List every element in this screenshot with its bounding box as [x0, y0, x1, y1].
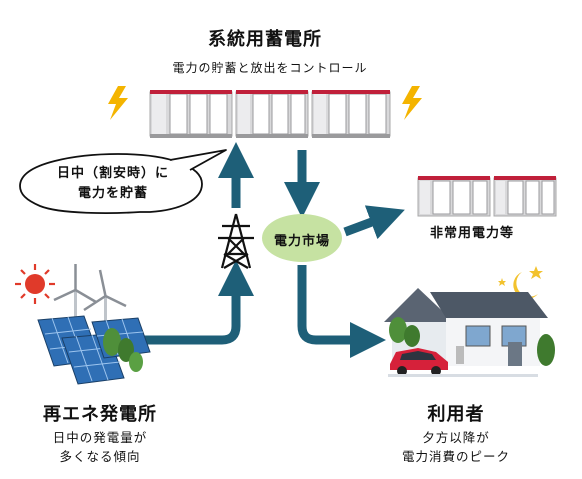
lightning-icon — [108, 86, 128, 120]
house-icon — [384, 288, 555, 366]
users-desc-1: 夕方以降が — [422, 430, 490, 445]
battery-storage-icon — [417, 176, 557, 217]
star-icon — [529, 266, 543, 279]
bubble-line-1: 日中（割安時）に — [56, 166, 169, 181]
bubble-text: 日中（割安時）に 電力を貯蓄 — [28, 164, 198, 204]
renewable-desc-2: 多くなる傾向 — [59, 449, 141, 464]
users-title: 利用者 — [427, 404, 485, 425]
emergency-label: 非常用電力等 — [430, 226, 515, 241]
renewable-title: 再エネ発電所 — [43, 404, 157, 425]
speech-bubble — [19, 149, 227, 214]
arrow-renewable-to-tower — [140, 260, 254, 345]
tree-icon — [389, 317, 420, 347]
transmission-tower-icon — [218, 213, 254, 269]
storage-title: 系統用蓄電所 — [208, 29, 322, 50]
users-desc-2: 電力消費のピーク — [401, 449, 510, 464]
market-label: 電力市場 — [273, 234, 330, 249]
renewable-desc: 日中の発電量が 多くなる傾向 — [20, 428, 180, 466]
star-icon — [498, 278, 506, 286]
bubble-line-2: 電力を貯蓄 — [77, 186, 148, 201]
storage-subtitle: 電力の貯蓄と放出をコントロール — [172, 61, 368, 75]
users-desc: 夕方以降が 電力消費のピーク — [371, 428, 541, 466]
wind-turbine-icon — [53, 264, 127, 344]
car-icon — [388, 348, 538, 377]
arrow-market-to-emergency — [343, 205, 405, 240]
renewable-desc-1: 日中の発電量が — [52, 430, 148, 445]
battery-storage-icon — [149, 90, 391, 138]
arrow-market-to-users — [297, 265, 386, 358]
lightning-icon — [402, 86, 422, 120]
tree-icon — [103, 328, 143, 372]
market-bubble — [262, 214, 342, 262]
sun-icon — [15, 264, 55, 304]
